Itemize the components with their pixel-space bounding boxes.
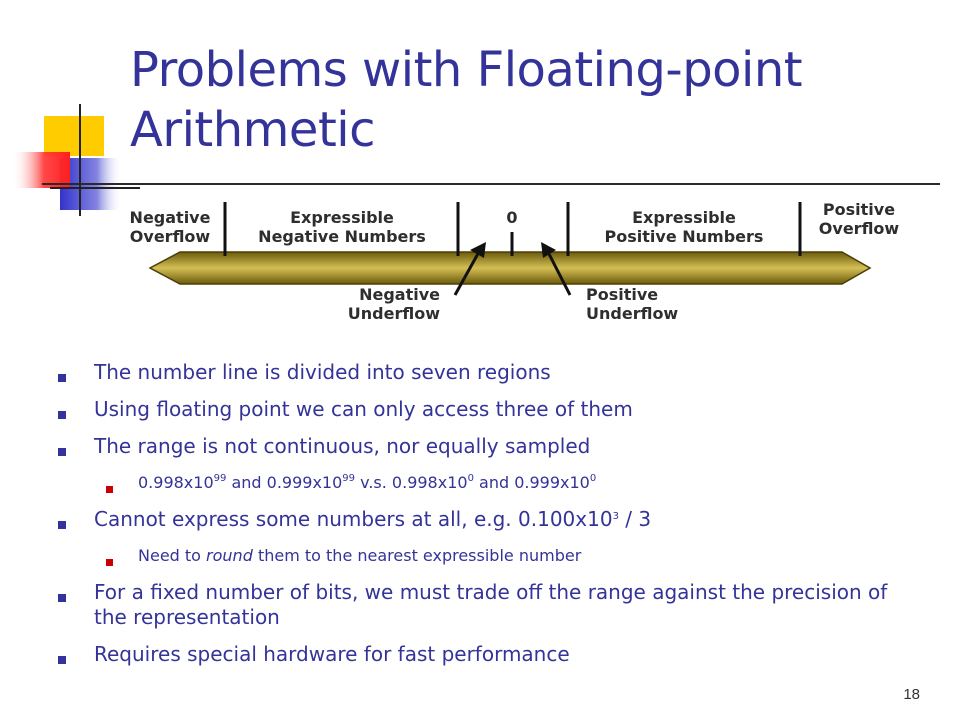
bullet-special-hardware: Requires special hardware for fast perfo… bbox=[58, 642, 918, 667]
bullet-list: The number line is divided into seven re… bbox=[58, 360, 918, 667]
label-expressible-positive: Expressible Positive Numbers bbox=[604, 208, 764, 246]
label-negative-underflow: Negative Underflow bbox=[347, 285, 440, 323]
pos-underflow-arrow bbox=[545, 249, 572, 296]
sub-bullet-sampling-example: 0.998x1099 and 0.999x1099 v.s. 0.998x100… bbox=[58, 473, 918, 493]
slide-title: Problems with Floating-point Arithmetic bbox=[130, 40, 930, 160]
label-negative-overflow: Negative Overflow bbox=[129, 208, 211, 246]
title-line-2: Arithmetic bbox=[130, 102, 375, 158]
title-divider bbox=[42, 183, 940, 185]
title-line-1: Problems with Floating-point bbox=[130, 42, 803, 98]
bullet-range-not-continuous: The range is not continuous, nor equally… bbox=[58, 434, 918, 459]
number-line-arrow bbox=[148, 251, 872, 285]
label-positive-overflow: Positive Overflow bbox=[818, 200, 900, 238]
label-expressible-negative: Expressible Negative Numbers bbox=[258, 208, 426, 246]
bullet-trade-off: For a fixed number of bits, we must trad… bbox=[58, 580, 918, 630]
label-zero: 0 bbox=[506, 208, 518, 227]
page-number: 18 bbox=[903, 686, 920, 703]
bullet-seven-regions: The number line is divided into seven re… bbox=[58, 360, 918, 385]
label-positive-underflow: Positive Underflow bbox=[586, 285, 679, 323]
bullet-three-accessible: Using floating point we can only access … bbox=[58, 397, 918, 422]
bullet-cannot-express: Cannot express some numbers at all, e.g.… bbox=[58, 507, 918, 532]
number-line-diagram bbox=[148, 202, 872, 296]
sub-bullet-round: Need to round them to the nearest expres… bbox=[58, 546, 918, 566]
neg-underflow-arrow bbox=[453, 249, 482, 296]
